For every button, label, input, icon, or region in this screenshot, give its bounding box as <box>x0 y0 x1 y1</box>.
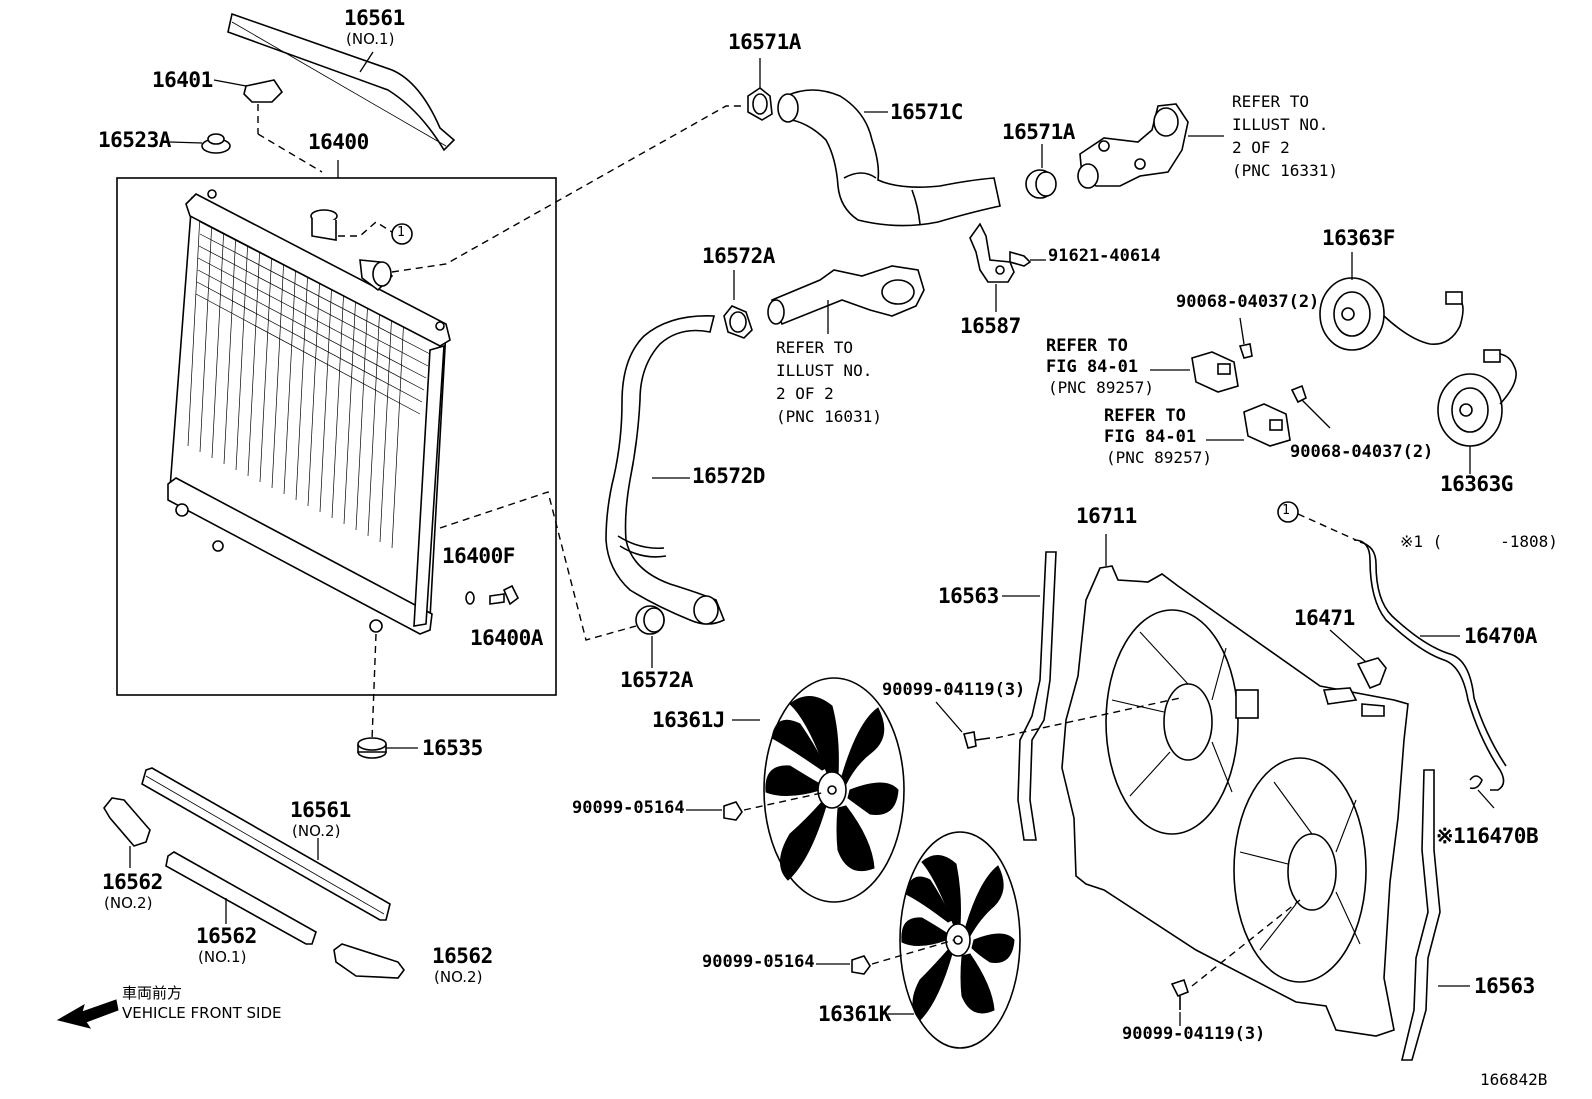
label-figure-code: 166842B <box>1480 1070 1548 1089</box>
fan-resistor-a <box>1191 351 1239 393</box>
label-16572A-bottom: 16572A <box>620 668 693 692</box>
label-16471: 16471 <box>1294 606 1355 630</box>
clamp-16572A-top <box>723 305 753 339</box>
callout-1-text: 1 <box>397 225 405 240</box>
label-16470A: 16470A <box>1464 624 1537 648</box>
block-16562-left <box>103 797 151 847</box>
label-16400F: 16400F <box>442 544 515 568</box>
screw-90068-top <box>1238 317 1253 359</box>
label-16561-no1-sub: (NO.1) <box>346 30 395 48</box>
clamp-16572A-bottom <box>635 605 665 635</box>
label-90099-05164-bottom: 90099-05164 <box>702 952 815 972</box>
label-16400A: 16400A <box>470 626 543 650</box>
fan-16361K <box>899 831 1021 1049</box>
label-16571A-right: 16571A <box>1002 120 1075 144</box>
label-16401: 16401 <box>152 68 213 92</box>
screw-90099-04119-top <box>935 701 991 749</box>
label-16561-no1: 16561 <box>344 6 405 30</box>
label-16571C: 16571C <box>890 100 963 124</box>
fan-resistor-b <box>1243 403 1291 447</box>
hose-16470A <box>1353 539 1507 791</box>
label-16470B: ※116470B <box>1436 824 1539 848</box>
label-16562-mid-sub: (NO.1) <box>198 948 247 966</box>
label-ref-89257-b-pnc: (PNC 89257) <box>1106 448 1212 467</box>
bracket-16587 <box>969 222 1015 283</box>
callout-circle-1b <box>1277 501 1299 523</box>
label-16563-right: 16563 <box>1474 974 1535 998</box>
drain-cock-16400A <box>489 584 520 606</box>
bushing-16535 <box>357 737 418 759</box>
label-16561-no2: 16561 <box>290 798 351 822</box>
label-16523A: 16523A <box>98 128 171 152</box>
label-90099-05164-top: 90099-05164 <box>572 798 685 818</box>
seal-16563-right <box>1400 769 1441 1061</box>
screw-90099-04119-bottom <box>1170 978 1189 1026</box>
label-vehicle-front-jp: 車両前方 <box>122 984 183 1002</box>
seal-16563-left <box>1017 551 1057 841</box>
label-16571A-top: 16571A <box>728 30 801 54</box>
label-16562-left-sub: (NO.2) <box>104 894 153 912</box>
label-16572D: 16572D <box>692 464 765 488</box>
clip-16470B <box>1469 775 1495 809</box>
label-16572A-top: 16572A <box>702 244 775 268</box>
nut-90099-05164-top <box>686 801 743 821</box>
bushing-16523A <box>169 133 231 154</box>
fan-shroud-16711 <box>1061 565 1409 1037</box>
label-ref-16031: REFER TO ILLUST NO. 2 OF 2 (PNC 16031) <box>776 338 882 426</box>
label-16361K: 16361K <box>818 1002 891 1026</box>
label-90068-top: 90068-04037(2) <box>1176 292 1320 312</box>
water-outlet-16331 <box>1077 103 1224 189</box>
label-16400: 16400 <box>308 130 369 154</box>
bolt-91621-40614 <box>1009 250 1046 267</box>
label-ref-16331: REFER TO ILLUST NO. 2 OF 2 (PNC 16331) <box>1232 92 1338 180</box>
label-16562-left: 16562 <box>102 870 163 894</box>
label-90099-04119-bottom: 90099-04119(3) <box>1122 1024 1266 1044</box>
label-ref-89257-a-pnc: (PNC 89257) <box>1048 378 1154 397</box>
strip-16561-no1 <box>227 12 456 152</box>
label-16361J: 16361J <box>652 708 725 732</box>
label-16562-mid: 16562 <box>196 924 257 948</box>
label-90068-bottom: 90068-04037(2) <box>1290 442 1434 462</box>
label-note-1808: ※1 ( -1808) <box>1400 532 1558 551</box>
strip-16562-no1 <box>165 851 317 945</box>
strip-16561-no2 <box>141 767 391 921</box>
label-ref-89257-a: REFER TO FIG 84-01 <box>1046 336 1139 377</box>
cap-16401 <box>213 79 284 103</box>
hose-16572D <box>605 315 726 625</box>
label-16562-right: 16562 <box>432 944 493 968</box>
screw-90068-bottom <box>1290 384 1331 429</box>
clamp-16571A-top <box>747 87 773 121</box>
clamp-16571A-right <box>1025 169 1057 199</box>
callout-circle-1 <box>391 223 413 245</box>
part-16471 <box>1329 629 1387 690</box>
label-90099-04119-top: 90099-04119(3) <box>882 680 1026 700</box>
label-16711: 16711 <box>1076 504 1137 528</box>
fan-motor-16363F <box>1319 277 1464 351</box>
block-16562-right <box>333 943 405 979</box>
vehicle-front-arrow <box>56 999 119 1029</box>
label-ref-89257-b: REFER TO FIG 84-01 <box>1104 406 1197 447</box>
callout-1b-text: 1 <box>1282 503 1290 518</box>
label-16561-no2-sub: (NO.2) <box>292 822 341 840</box>
label-vehicle-front-en: VEHICLE FRONT SIDE <box>122 1004 282 1022</box>
label-16535: 16535 <box>422 736 483 760</box>
label-91621-40614: 91621-40614 <box>1048 246 1161 266</box>
radiator-16400 <box>167 189 451 635</box>
label-16587: 16587 <box>960 314 1021 338</box>
fan-16361J <box>763 677 905 903</box>
fan-motor-16363G <box>1437 349 1517 447</box>
hose-16571C <box>777 89 1001 227</box>
label-16363G: 16363G <box>1440 472 1513 496</box>
nut-90099-05164-bottom <box>816 955 871 975</box>
water-inlet-16031 <box>767 265 925 334</box>
label-16562-right-sub: (NO.2) <box>434 968 483 986</box>
oring-16400F <box>465 591 475 605</box>
label-16563-left: 16563 <box>938 584 999 608</box>
radiator-group-box <box>116 177 557 696</box>
label-16363F: 16363F <box>1322 226 1395 250</box>
